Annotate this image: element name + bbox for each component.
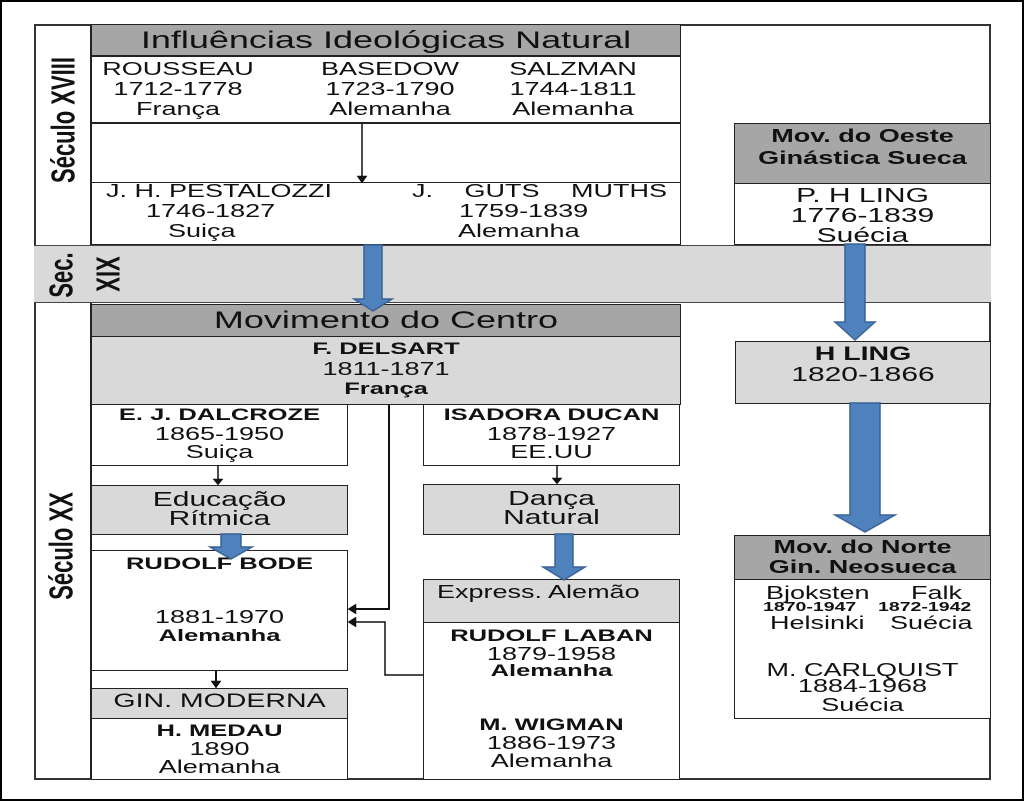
person-delsart: F. DELSART 1811-1871 França — [91, 336, 681, 405]
person-name-falk: Falk — [911, 583, 963, 603]
person-name: P. H LING — [796, 185, 929, 207]
natural-influences-title: Influências Ideológicas Natural — [140, 27, 632, 54]
person-country-wigman: Alemanha — [490, 751, 613, 771]
person-years-carlquist: 1884-1968 — [797, 676, 928, 696]
person-salzman: SALZMAN 1744-1811 Alemanha — [498, 57, 648, 122]
person-country: Alemanha — [512, 99, 634, 119]
person-country-carlquist: Suécia — [821, 695, 904, 715]
person-country: Alemanha — [158, 757, 281, 777]
person-years: 1878-1927 — [486, 424, 617, 444]
person-p-h-ling: P. H LING 1776-1839 Suécia — [734, 183, 991, 246]
person-years: 1811-1871 — [322, 359, 450, 379]
person-basedow: BASEDOW 1723-1790 Alemanha — [315, 57, 465, 122]
mov-norte-header: Mov. do Norte Gin. Neosueca — [734, 535, 991, 580]
person-name: H LING — [814, 344, 912, 365]
person-name: F. DELSART — [312, 339, 460, 358]
person-h-ling: H LING 1820-1866 — [735, 341, 991, 404]
person-name: ROUSSEAU — [102, 59, 254, 79]
person-country-bjoksten: Helsinki — [770, 613, 865, 633]
person-rudolf-bode: RUDOLF BODE 1881-1970 Alemanha — [91, 550, 348, 671]
person-name: SALZMAN — [509, 59, 637, 79]
gin-moderna-title: GIN. MODERNA — [113, 691, 326, 712]
person-country-guts-muths: Alemanha — [458, 221, 580, 241]
person-name: ISADORA DUCAN — [443, 405, 660, 424]
person-name: RUDOLF BODE — [125, 554, 313, 573]
person-name-carlquist: M. CARLQUIST — [766, 660, 959, 680]
danca-natural-line2: Natural — [503, 507, 600, 529]
gin-moderna-header: GIN. MODERNA — [91, 688, 348, 719]
educacao-ritmica-line2: Rítmica — [168, 508, 271, 530]
person-name: H. MEDAU — [156, 721, 283, 740]
person-country-falk: Suécia — [890, 613, 973, 633]
person-years-falk: 1872-1942 — [878, 599, 972, 614]
educacao-ritmica-box: Educação Rítmica — [91, 485, 348, 535]
person-country-pestalozzi: Suiça — [168, 221, 236, 241]
person-years-pestalozzi: 1746-1827 — [146, 201, 276, 221]
expressionismo-title: Express. Alemão — [437, 582, 640, 602]
person-name-laban: RUDOLF LABAN — [450, 626, 653, 645]
person-name-bjoksten: Bjoksten — [766, 583, 870, 603]
expressionismo-people: RUDOLF LABAN 1879-1958 Alemanha M. WIGMA… — [423, 622, 680, 780]
person-name-guts-muths: J. GUTS MUTHS — [412, 181, 667, 201]
person-years: 1865-1950 — [154, 424, 285, 444]
century-label-sec: Sec. — [42, 252, 81, 298]
person-country: França — [344, 379, 428, 398]
person-years-wigman: 1886-1973 — [486, 733, 617, 753]
person-country: EE.UU — [510, 442, 593, 462]
person-years: 1890 — [189, 739, 250, 759]
person-country: França — [135, 99, 221, 119]
person-years-laban: 1879-1958 — [486, 644, 617, 664]
natural-influences-people: ROUSSEAU 1712-1778 França BASEDOW 1723-1… — [91, 56, 681, 123]
person-duncan: ISADORA DUCAN 1878-1927 EE.UU — [423, 404, 680, 466]
person-dalcroze: E. J. DALCROZE 1865-1950 Suiça — [91, 404, 348, 466]
danca-natural-line1: Dança — [508, 488, 595, 510]
mov-centro-title: Movimento do Centro — [213, 307, 559, 334]
person-years: 1820-1866 — [791, 364, 935, 386]
person-name-wigman: M. WIGMAN — [479, 715, 624, 734]
mov-norte-title-line1: Mov. do Norte — [773, 537, 952, 557]
person-country: Suiça — [185, 442, 254, 462]
person-name-pestalozzi: J. H. PESTALOZZI — [106, 181, 333, 201]
person-name: BASEDOW — [320, 59, 459, 79]
person-rousseau: ROUSSEAU 1712-1778 França — [102, 57, 254, 122]
mov-oeste-title-line1: Mov. do Oeste — [771, 126, 954, 146]
person-years: 1712-1778 — [113, 79, 243, 99]
person-country-laban: Alemanha — [490, 661, 613, 680]
natural-influences-header: Influências Ideológicas Natural — [91, 24, 681, 56]
century-band-xix — [34, 245, 991, 303]
successors-row: J. H. PESTALOZZI 1746-1827 Suiça J. GUTS… — [91, 181, 681, 245]
danca-natural-box: Dança Natural — [423, 484, 680, 535]
person-country: Alemanha — [329, 99, 451, 119]
educacao-ritmica-line1: Educação — [152, 489, 287, 511]
person-medau: H. MEDAU 1890 Alemanha — [91, 718, 348, 780]
person-country: Suécia — [816, 225, 909, 247]
person-years: 1881-1970 — [154, 607, 285, 627]
person-years: 1776-1839 — [790, 205, 935, 227]
person-years-guts-muths: 1759-1839 — [459, 201, 589, 221]
century-label-xix: XIX — [89, 256, 128, 292]
expressionismo-header: Express. Alemão — [423, 579, 680, 623]
mov-centro-header: Movimento do Centro — [91, 304, 681, 337]
connector-spacer — [91, 123, 681, 183]
sidebar-divider-xx — [90, 303, 92, 779]
person-name: E. J. DALCROZE — [118, 405, 321, 424]
mov-norte-people: Bjoksten Falk 1870-1947 1872-1942 Helsin… — [734, 579, 991, 719]
mov-norte-title-line2: Gin. Neosueca — [768, 557, 957, 577]
person-years: 1744-1811 — [509, 79, 637, 99]
mov-oeste-title-line2: Ginástica Sueca — [758, 148, 967, 168]
person-years: 1723-1790 — [325, 79, 455, 99]
mov-oeste-header: Mov. do Oeste Ginástica Sueca — [734, 123, 991, 184]
person-years-bjoksten: 1870-1947 — [763, 599, 857, 614]
person-country: Alemanha — [158, 626, 281, 645]
